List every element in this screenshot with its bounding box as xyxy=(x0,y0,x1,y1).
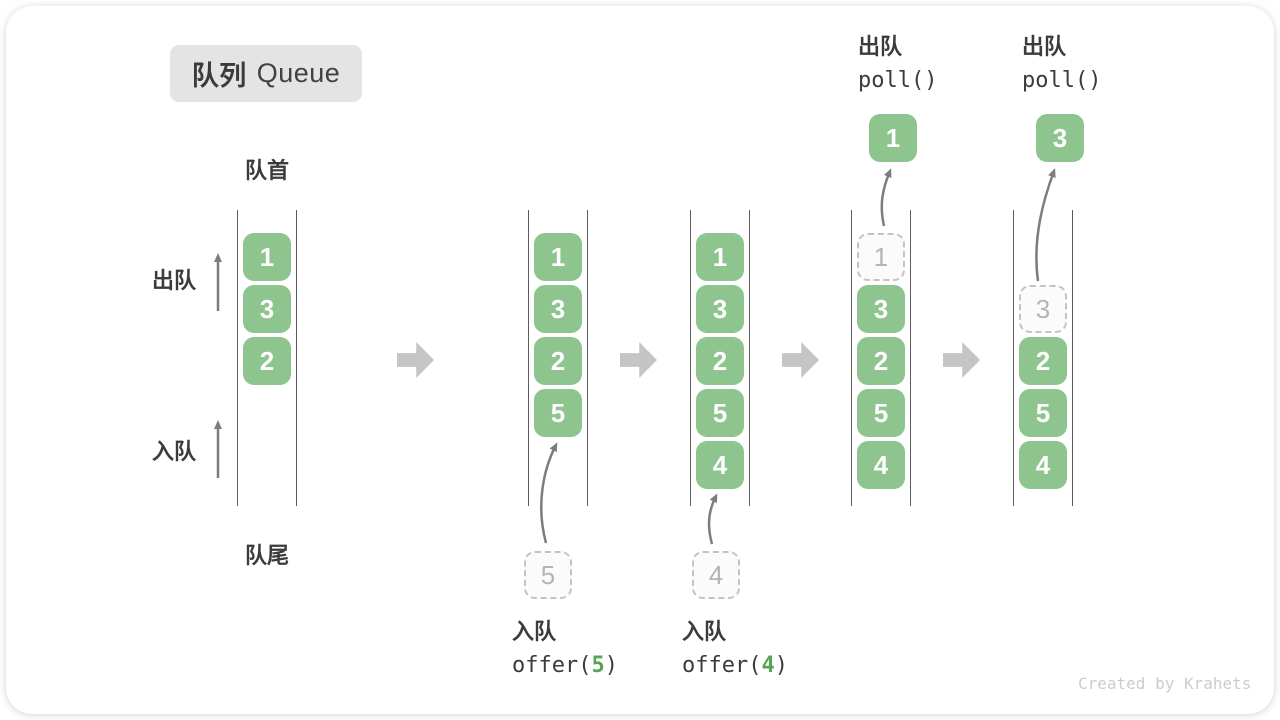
queue-cell: 3 xyxy=(857,285,905,333)
enqueue-label: 入队 xyxy=(512,619,557,644)
queue-cell: 4 xyxy=(1019,441,1067,489)
queue-cell: 1 xyxy=(243,233,291,281)
queue-cell: 2 xyxy=(534,337,582,385)
offer-code: offer(4) xyxy=(682,653,788,678)
enqueue-side-label: 入队 xyxy=(152,439,197,464)
queue-cell: 4 xyxy=(857,441,905,489)
watermark: Created by Krahets xyxy=(1078,674,1252,693)
dequeue-side-label: 出队 xyxy=(152,268,197,293)
queue-state-2: 1 3 2 5 5 xyxy=(524,210,588,599)
offer-arg: 4 xyxy=(761,653,775,678)
queue-cell: 5 xyxy=(857,389,905,437)
queue-cell: 3 xyxy=(243,285,291,333)
polled-value-box: 3 xyxy=(1036,114,1084,162)
queue-cell: 3 xyxy=(534,285,582,333)
enqueue-op-label-1: 入队 offer(5) xyxy=(512,614,618,678)
polled-value-box: 1 xyxy=(869,114,917,162)
removed-value-box: 3 xyxy=(1019,285,1067,333)
title-badge: 队列 Queue xyxy=(170,45,362,102)
queue-state-3: 1 3 2 5 4 4 xyxy=(690,210,750,599)
queue-cell: 5 xyxy=(1019,389,1067,437)
poll-code: poll() xyxy=(858,68,938,93)
title-zh: 队列 xyxy=(191,61,247,91)
dequeue-op-label-1: 出队 poll() xyxy=(858,29,937,93)
dequeue-op-label-2: 出队 poll() xyxy=(1022,29,1101,93)
offer-arg: 5 xyxy=(591,653,605,678)
queue-front-label: 队首 xyxy=(244,158,289,183)
queue-cell: 2 xyxy=(1019,337,1067,385)
queue-cell: 2 xyxy=(696,337,744,385)
poll-code: poll() xyxy=(1022,68,1102,93)
queue-state-5: 3 2 5 4 3 xyxy=(1013,114,1084,506)
queue-cell: 5 xyxy=(534,389,582,437)
title-en: Queue xyxy=(256,58,341,88)
removed-value-box: 1 xyxy=(857,233,905,281)
queue-state-4: 1 3 2 5 4 1 xyxy=(851,114,917,506)
enqueue-label: 入队 xyxy=(682,619,727,644)
dequeue-label: 出队 xyxy=(1022,34,1067,59)
incoming-value-box: 4 xyxy=(692,551,740,599)
queue-cell: 4 xyxy=(696,441,744,489)
queue-cell: 5 xyxy=(696,389,744,437)
queue-cell: 1 xyxy=(696,233,744,281)
queue-rear-label: 队尾 xyxy=(244,543,289,568)
enqueue-op-label-2: 入队 offer(4) xyxy=(682,614,788,678)
queue-cell: 1 xyxy=(534,233,582,281)
offer-code: offer(5) xyxy=(512,653,618,678)
queue-cell: 2 xyxy=(243,337,291,385)
queue-state-1: 1 3 2 xyxy=(237,210,297,506)
queue-cell: 3 xyxy=(696,285,744,333)
queue-cell: 2 xyxy=(857,337,905,385)
dequeue-label: 出队 xyxy=(858,34,903,59)
incoming-value-box: 5 xyxy=(524,551,572,599)
